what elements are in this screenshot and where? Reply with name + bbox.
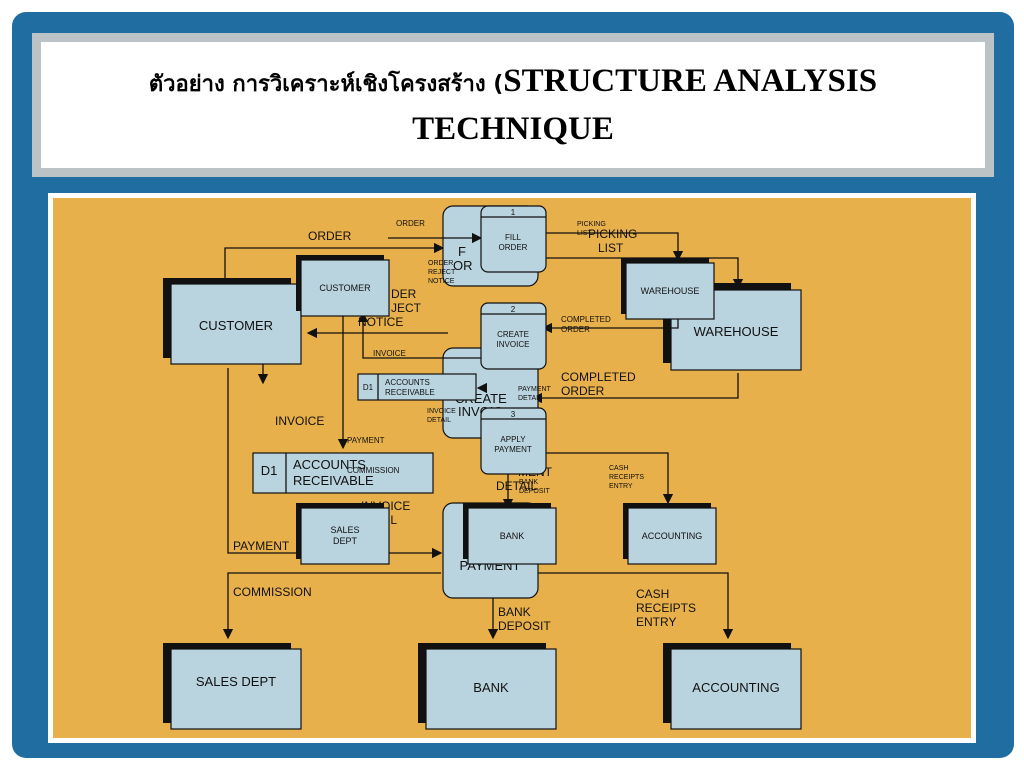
big-label-order: ORDER (308, 229, 352, 243)
small-bank-label: BANK (500, 531, 525, 541)
big-flow-picking-line (538, 257, 744, 290)
big-label-invoice: INVOICE (275, 414, 324, 428)
small-process-3-name-1: APPLY (500, 435, 526, 444)
big-sales-box (170, 648, 302, 730)
small-line-picking (546, 232, 684, 262)
small-label-commission: COMMISSION (347, 466, 400, 475)
big-flow-cash-line (538, 572, 734, 640)
small-process-1-name-1: FILL (505, 233, 522, 242)
small-accounting-label: ACCOUNTING (642, 531, 703, 541)
small-line-invoice (357, 311, 481, 359)
small-process-1 (480, 205, 547, 273)
big-label-reject-1: DER (391, 287, 417, 301)
big-bank-label: BANK (473, 680, 509, 695)
small-label-order: ORDER (396, 219, 425, 228)
big-label-picking: PICKING (588, 227, 637, 241)
big-store-name: ACCOUNTS (293, 457, 366, 472)
small-warehouse-box (625, 262, 715, 320)
title-panel: ตัวอย่าง การวิเคราะห์เชิงโครงสร้าง (STRU… (32, 33, 994, 177)
big-warehouse-label: WAREHOUSE (694, 324, 779, 339)
big-label-payment-detail-2: DETAIL (496, 479, 537, 493)
big-label-reject-3: NOTICE (358, 315, 403, 329)
small-label-invoice-detail-2: DETAIL (427, 417, 451, 424)
title-inner: ตัวอย่าง การวิเคราะห์เชิงโครงสร้าง (STRU… (41, 42, 985, 168)
big-label-cash-2: RECEIPTS (636, 601, 696, 615)
big-bank-box (425, 648, 557, 730)
big-customer-box (170, 283, 302, 365)
small-process-3-num: 3 (511, 410, 516, 419)
small-process-1-num: 1 (511, 208, 516, 217)
small-label-cash-1: CASH (609, 465, 628, 472)
small-accounting-box (627, 507, 717, 565)
small-process-3 (480, 407, 547, 475)
small-process-1-name-2: ORDER (499, 243, 528, 252)
small-label-reject-2: REJECT (428, 269, 456, 276)
dfd-svg: CUSTOMER WAREHOUSE SALES DEPT BANK ACCOU… (163, 205, 802, 730)
small-label-reject-3: NOTICE (428, 278, 455, 285)
big-label-reject-2: JECT (391, 301, 422, 315)
big-label-cash-1: CASH (636, 587, 669, 601)
slide-title: ตัวอย่าง การวิเคราะห์เชิงโครงสร้าง (STRU… (61, 59, 965, 151)
small-line-completed (541, 318, 679, 334)
big-label-cash-3: ENTRY (636, 615, 676, 629)
small-process-3-name-2: PAYMENT (494, 445, 532, 454)
big-flow-completed-line (531, 373, 739, 404)
small-label-picking-2: LIST (577, 230, 593, 237)
big-label-bank-deposit-2: DEPOSIT (498, 619, 551, 633)
big-label-completed: COMPLETED (561, 370, 636, 384)
small-diagram: CUSTOMER WAREHOUSE SALES DEPT BANK ACCOU… (296, 205, 717, 565)
big-label-commission: COMMISSION (233, 585, 312, 599)
big-store-name-2: RECEIVABLE (293, 473, 374, 488)
small-store-name-1: ACCOUNTS (385, 378, 430, 387)
small-line-cash (546, 452, 674, 505)
small-label-payment: PAYMENT (347, 436, 385, 445)
small-label-payment-detail-1: PAYMENT (518, 386, 552, 393)
small-customer-box (300, 259, 390, 317)
big-customer-label: CUSTOMER (199, 318, 273, 333)
small-process-2 (480, 302, 547, 370)
title-thai: ตัวอย่าง การวิเคราะห์เชิงโครงสร้าง ( (148, 72, 504, 97)
small-label-bank-deposit-2: DEPOSIT (519, 488, 550, 495)
big-label-payment: PAYMENT (233, 539, 290, 553)
small-bank-box (467, 507, 557, 565)
small-label-picking-1: PICKING (577, 221, 606, 228)
big-accounting-box (670, 648, 802, 730)
big-proc-order-text: OR (453, 258, 473, 273)
small-label-completed-2: ORDER (561, 325, 590, 334)
big-label-bank-deposit-1: BANK (498, 605, 531, 619)
small-store-id: D1 (363, 383, 374, 392)
small-label-cash-3: ENTRY (609, 483, 633, 490)
big-store-id: D1 (261, 463, 278, 478)
small-store-name-2: RECEIVABLE (385, 388, 435, 397)
small-sales-label-1: SALES (330, 525, 359, 535)
small-label-bank-deposit-1: BANK (519, 479, 538, 486)
small-process-2-num: 2 (511, 305, 516, 314)
small-customer-label: CUSTOMER (319, 283, 371, 293)
small-label-payment-detail-2: DETAIL (518, 395, 542, 402)
small-sales-box (300, 507, 390, 565)
small-process-2-name-1: CREATE (497, 330, 529, 339)
big-proc-fill-text: F (458, 244, 466, 259)
title-english: STRUCTURE ANALYSIS TECHNIQUE (412, 63, 878, 147)
small-label-invoice-detail-1: INVOICE (427, 408, 456, 415)
big-accounting-label: ACCOUNTING (692, 680, 779, 695)
small-label-invoice: INVOICE (373, 349, 406, 358)
small-label-cash-2: RECEIPTS (609, 474, 644, 481)
small-process-2-name-2: INVOICE (497, 340, 530, 349)
big-flow-commission-line (222, 572, 441, 640)
small-label-reject-1: ORDER (428, 260, 453, 267)
small-warehouse-label: WAREHOUSE (641, 286, 700, 296)
dfd-diagram: CUSTOMER WAREHOUSE SALES DEPT BANK ACCOU… (53, 198, 971, 738)
big-sales-label: SALES DEPT (196, 674, 276, 689)
diagram-panel: CUSTOMER WAREHOUSE SALES DEPT BANK ACCOU… (48, 193, 976, 743)
big-store-box (252, 452, 434, 494)
big-flow-order-line (224, 242, 445, 283)
big-label-list: LIST (598, 241, 624, 255)
small-sales-label-2: DEPT (333, 536, 358, 546)
big-label-completed-order: ORDER (561, 384, 605, 398)
small-label-completed-1: COMPLETED (561, 315, 611, 324)
